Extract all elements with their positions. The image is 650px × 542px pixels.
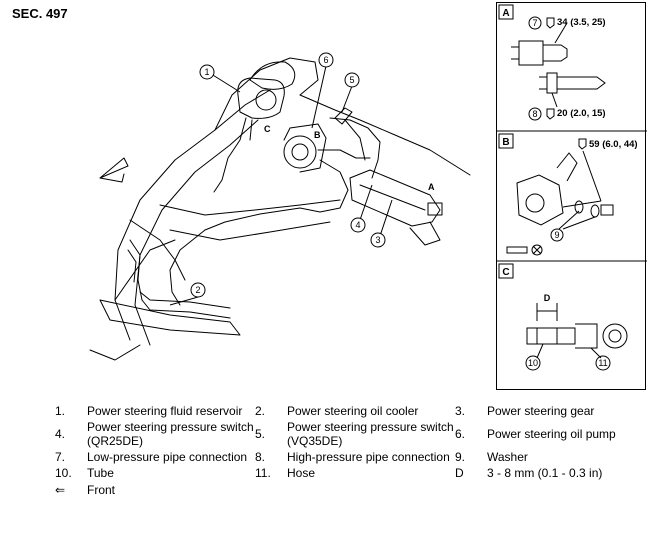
panel-a-torque-bottom: 20 (2.0, 15) [557,108,606,119]
callout-circle-3 [370,232,386,248]
front-arrow-icon: ⇐ [55,483,66,497]
panel-c-callout-11: 11 [598,358,607,368]
callout-5: 5 [349,75,354,85]
view-letter-a: A [428,182,435,192]
callout-circle-2 [190,282,206,298]
panel-a-ref-8: 8 [532,109,537,119]
panel-a-letter: A [502,8,509,19]
section-title: SEC. 497 [12,6,68,21]
power-steering-line-diagram: 1 2 3 4 5 6 A B C [89,52,471,361]
panel-a-ref-7: 7 [532,18,537,28]
callout-4: 4 [355,220,360,230]
callout-circle-1 [199,64,215,80]
callout-circle-4 [350,217,366,233]
legend-item-5: 5.Power steering pressure switch (VQ35DE… [255,420,454,448]
callout-3: 3 [375,235,380,245]
panel-b-torque: 59 (6.0, 44) [589,139,638,150]
callout-1: 1 [204,67,209,77]
view-letter-c: C [264,124,271,134]
panel-a-torque-top: 34 (3.5, 25) [557,17,606,28]
legend-item-4: 4.Power steering pressure switch (QR25DE… [55,420,254,448]
panel-c-callout-10: 10 [528,358,538,368]
panel-c-letter: C [502,267,509,278]
legend: 1.Power steering fluid reservoir 2.Power… [55,404,616,497]
detail-panels: A B C 7 8 9 10 11 D 34 (3.5, 25) 20 (2.0… [496,2,647,390]
panel-b-letter: B [502,137,509,148]
panel-b-callout-9: 9 [554,230,559,240]
callout-circle-5 [344,72,360,88]
callout-2: 2 [195,285,200,295]
callout-6: 6 [323,55,328,65]
callout-circle-6 [318,52,334,68]
panel-c-dim-label: D [544,293,551,303]
view-letter-b: B [314,130,321,140]
